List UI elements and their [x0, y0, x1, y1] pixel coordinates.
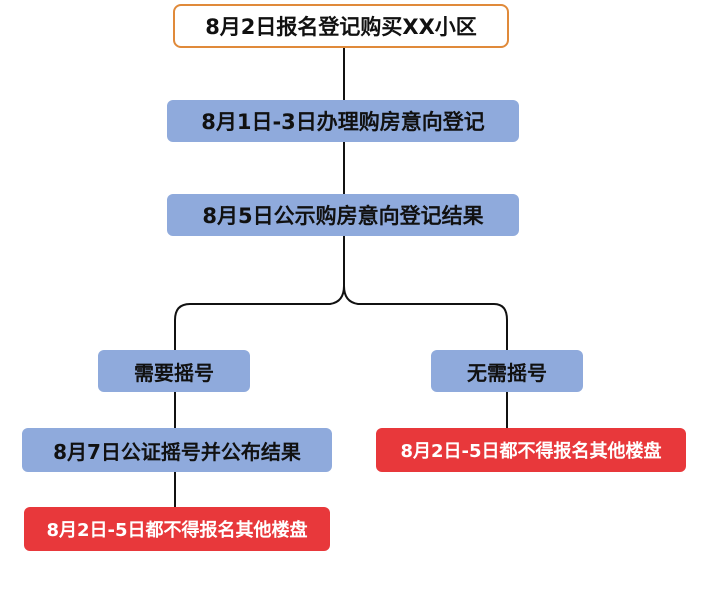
node-restriction-right: 8月2日-5日都不得报名其他楼盘 — [376, 428, 686, 472]
node-intent-registration: 8月1日-3日办理购房意向登记 — [167, 100, 519, 142]
connector-publicity-brace — [174, 236, 508, 350]
node-need-lottery: 需要摇号 — [98, 350, 250, 392]
node-no-lottery: 无需摇号 — [431, 350, 583, 392]
node-restriction-left: 8月2日-5日都不得报名其他楼盘 — [24, 507, 330, 551]
node-publicity-results: 8月5日公示购房意向登记结果 — [167, 194, 519, 236]
node-notarized-lottery: 8月7日公证摇号并公布结果 — [22, 428, 332, 472]
node-root-registration: 8月2日报名登记购买XX小区 — [173, 4, 509, 48]
